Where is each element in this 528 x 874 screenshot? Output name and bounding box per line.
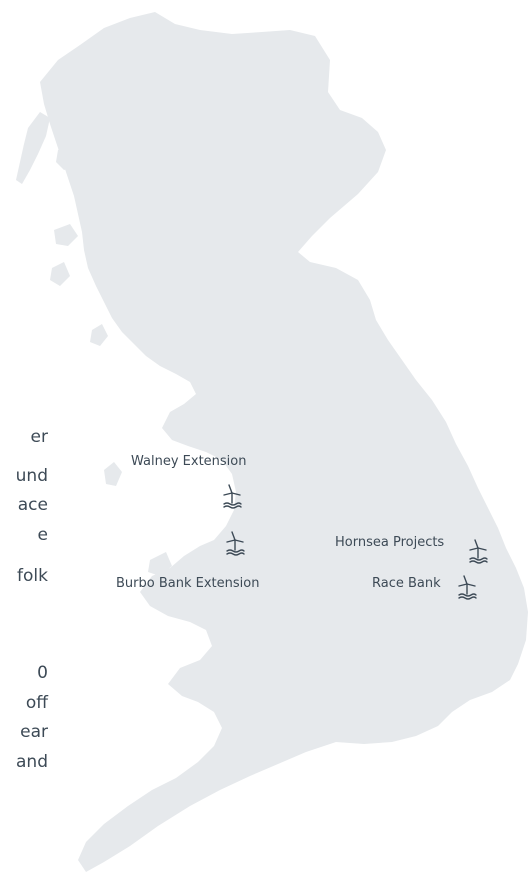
text-fragment: er (30, 427, 48, 447)
text-fragment: und (15, 466, 48, 486)
isle-of-man (104, 462, 122, 486)
text-fragment: 0 (37, 663, 48, 683)
text-fragment: and (16, 752, 48, 772)
wind-turbine-icon[interactable] (221, 483, 243, 509)
text-fragment: ace (17, 495, 48, 515)
great-britain-landmass (40, 12, 528, 872)
text-fragment: folk (17, 566, 48, 586)
arran (90, 324, 108, 346)
text-fragment: off (25, 693, 48, 713)
wind-turbine-icon[interactable] (224, 530, 246, 556)
site-label-walney-extension: Walney Extension (131, 454, 247, 469)
islay (50, 262, 70, 286)
site-label-hornsea-projects: Hornsea Projects (335, 535, 445, 550)
outer-hebrides (16, 112, 50, 184)
site-label-burbo-bank-extension: Burbo Bank Extension (116, 576, 260, 591)
anglesey (148, 552, 172, 576)
text-fragment: ear (20, 722, 48, 742)
mull (54, 224, 78, 246)
site-label-race-bank: Race Bank (372, 576, 441, 591)
wind-turbine-icon[interactable] (456, 574, 478, 600)
text-fragment: e (37, 525, 48, 545)
skye (56, 142, 82, 170)
wind-turbine-icon[interactable] (467, 538, 489, 564)
